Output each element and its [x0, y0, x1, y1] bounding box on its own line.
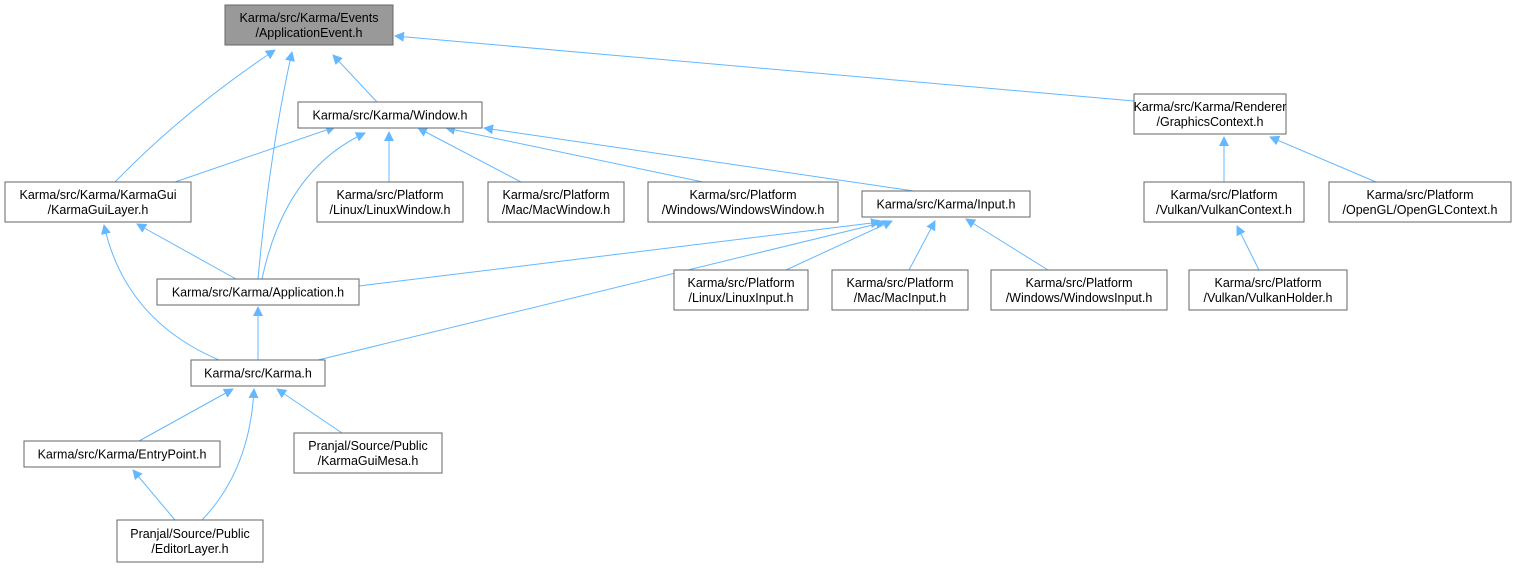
node-label-line: /Windows/WindowsWindow.h [662, 203, 825, 217]
edge-karma-h-to-karmagui-layer [101, 224, 220, 361]
node-label-line: Karma/src/Platform [688, 276, 795, 290]
node-mac-input[interactable]: Karma/src/Platform/Mac/MacInput.h [831, 269, 969, 311]
node-label-line: /ApplicationEvent.h [255, 26, 362, 40]
edge-windows-window-to-window [445, 124, 704, 183]
node-label-line: Karma/src/Karma/Window.h [313, 109, 468, 123]
node-entry-point[interactable]: Karma/src/Karma/EntryPoint.h [23, 440, 221, 468]
node-label-line: /KarmaGuiMesa.h [318, 454, 419, 468]
edge-linux-input-to-input [785, 220, 893, 271]
node-box [1133, 93, 1287, 135]
node-label-line: Karma/src/Platform [1367, 188, 1474, 202]
node-label-line: Karma/src/Karma/Renderer [1134, 100, 1287, 114]
edge-opengl-context-to-graphics-context [1269, 135, 1377, 183]
node-window[interactable]: Karma/src/Karma/Window.h [297, 101, 483, 129]
node-label-line: Pranjal/Source/Public [130, 527, 250, 541]
node-label-line: /KarmaGuiLayer.h [48, 203, 149, 217]
node-windows-window[interactable]: Karma/src/Platform/Windows/WindowsWindow… [647, 181, 839, 223]
node-label-line: /EditorLayer.h [151, 542, 228, 556]
node-label-line: Karma/src/Platform [1171, 188, 1278, 202]
node-label-line: Karma/src/Karma/EntryPoint.h [38, 448, 207, 462]
node-box [316, 181, 464, 223]
node-label-line: Karma/src/Karma/Input.h [877, 198, 1016, 212]
node-box [647, 181, 839, 223]
node-box [861, 190, 1031, 218]
edge-application-to-karmagui-layer [136, 223, 237, 280]
edge-window-to-app-event [332, 54, 378, 103]
edge-entry-point-to-karma-h [138, 388, 234, 442]
edge-input-to-window [483, 124, 915, 192]
node-label-line: Karma/src/Platform [503, 188, 610, 202]
node-label-line: /Linux/LinuxWindow.h [330, 203, 451, 217]
edge-karma-h-to-input [317, 219, 886, 361]
edge-application-to-app-event [257, 51, 295, 280]
node-label-line: Karma/src/Platform [690, 188, 797, 202]
node-application[interactable]: Karma/src/Karma/Application.h [156, 278, 360, 306]
node-label-line: Karma/src/Karma/KarmaGui [20, 188, 177, 202]
node-box [4, 181, 192, 223]
node-linux-input[interactable]: Karma/src/Platform/Linux/LinuxInput.h [673, 269, 809, 311]
node-opengl-context[interactable]: Karma/src/Platform/OpenGL/OpenGLContext.… [1328, 181, 1512, 223]
node-box [23, 440, 221, 468]
node-label-line: /Mac/MacWindow.h [502, 203, 610, 217]
edge-mac-window-to-window [417, 127, 522, 183]
node-label-line: /GraphicsContext.h [1157, 115, 1264, 129]
node-box [1188, 269, 1348, 311]
node-label-line: Karma/src/Karma.h [204, 367, 312, 381]
node-mac-window[interactable]: Karma/src/Platform/Mac/MacWindow.h [487, 181, 625, 223]
node-label-line: Karma/src/Platform [1215, 276, 1322, 290]
node-label-line: Pranjal/Source/Public [308, 439, 428, 453]
node-box [673, 269, 809, 311]
node-box [293, 432, 443, 474]
node-graphics-context[interactable]: Karma/src/Karma/Renderer/GraphicsContext… [1133, 93, 1287, 135]
edge-windows-input-to-input [965, 218, 1049, 271]
node-label-line: /Mac/MacInput.h [854, 291, 946, 305]
edge-editor-layer-to-karma-h [201, 388, 259, 521]
edge-vulkan-holder-to-vulkan-context [1236, 225, 1260, 271]
node-box [116, 519, 264, 563]
edge-application-to-input [358, 218, 881, 287]
node-vulkan-context[interactable]: Karma/src/Platform/Vulkan/VulkanContext.… [1143, 181, 1305, 223]
node-vulkan-holder[interactable]: Karma/src/Platform/Vulkan/VulkanHolder.h [1188, 269, 1348, 311]
node-input[interactable]: Karma/src/Karma/Input.h [861, 190, 1031, 218]
node-box [990, 269, 1168, 311]
node-label-line: /Vulkan/VulkanContext.h [1156, 203, 1292, 217]
node-label-line: Karma/src/Platform [337, 188, 444, 202]
node-label-line: /OpenGL/OpenGLContext.h [1343, 203, 1498, 217]
edge-editor-layer-to-entry-point [132, 469, 176, 521]
node-label-line: /Vulkan/VulkanHolder.h [1203, 291, 1332, 305]
node-box [190, 359, 326, 387]
node-karmagui-layer[interactable]: Karma/src/Karma/KarmaGui/KarmaGuiLayer.h [4, 181, 192, 223]
node-box [297, 101, 483, 129]
edge-karmagui-layer-to-window [174, 125, 336, 183]
node-windows-input[interactable]: Karma/src/Platform/Windows/WindowsInput.… [990, 269, 1168, 311]
edge-karmagui-layer-to-app-event [114, 49, 276, 183]
node-app-event[interactable]: Karma/src/Karma/Events/ApplicationEvent.… [224, 4, 394, 46]
node-gui-mesa[interactable]: Pranjal/Source/Public/KarmaGuiMesa.h [293, 432, 443, 474]
node-label-line: Karma/src/Platform [847, 276, 954, 290]
node-label-line: Karma/src/Karma/Application.h [172, 286, 344, 300]
edge-graphics-context-to-app-event [394, 31, 1135, 102]
node-karma-h[interactable]: Karma/src/Karma.h [190, 359, 326, 387]
edge-gui-mesa-to-karma-h [276, 388, 343, 434]
node-box [831, 269, 969, 311]
node-label-line: /Linux/LinuxInput.h [689, 291, 794, 305]
edge-application-to-window [261, 132, 366, 280]
node-box [1143, 181, 1305, 223]
node-label-line: /Windows/WindowsInput.h [1006, 291, 1153, 305]
node-linux-window[interactable]: Karma/src/Platform/Linux/LinuxWindow.h [316, 181, 464, 223]
node-box [156, 278, 360, 306]
node-box [224, 4, 394, 46]
node-label-line: Karma/src/Karma/Events [240, 11, 379, 25]
edge-mac-input-to-input [908, 220, 936, 271]
node-box [487, 181, 625, 223]
node-box [1328, 181, 1512, 223]
node-label-line: Karma/src/Platform [1026, 276, 1133, 290]
node-editor-layer[interactable]: Pranjal/Source/Public/EditorLayer.h [116, 519, 264, 563]
